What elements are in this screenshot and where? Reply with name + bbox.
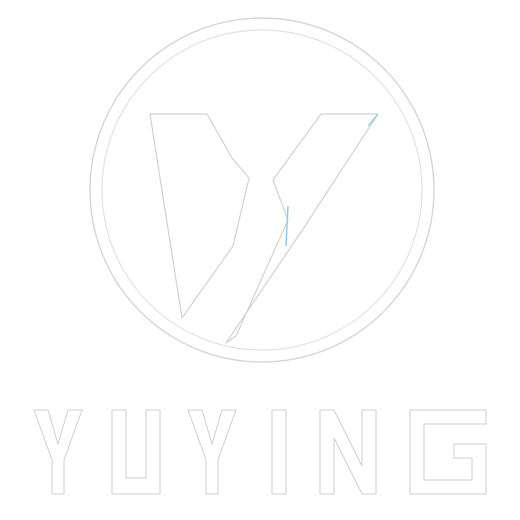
wordmark-letter-i <box>271 409 287 495</box>
emblem-ring-inner <box>101 29 423 351</box>
wordmark-letter-y1 <box>33 409 83 495</box>
logo-emblem <box>89 17 435 363</box>
wordmark-letter-n <box>319 409 377 495</box>
wordmark-letter-y2 <box>187 409 237 495</box>
wordmark-letter-g <box>409 409 487 495</box>
wordmark-letter-u <box>111 409 161 495</box>
y-accent-stroke-top <box>367 113 379 127</box>
y-left-arm <box>149 113 250 319</box>
wordmark-graphic <box>33 409 487 495</box>
y-right-arm <box>225 113 379 344</box>
y-accent-stroke <box>285 205 289 247</box>
